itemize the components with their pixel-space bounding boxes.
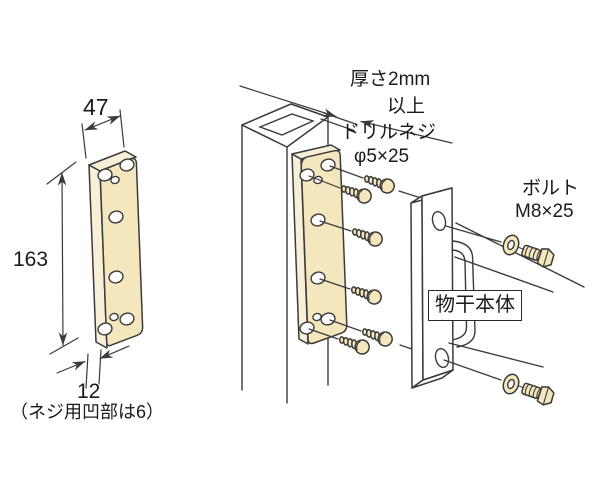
post-top-hollow	[258, 113, 315, 136]
drill-screw-label-line2: φ5×25	[354, 146, 410, 167]
flat-plate	[88, 150, 144, 349]
drill-screw	[337, 180, 374, 206]
bolt-guide-lines	[443, 225, 524, 389]
body-label: 物干本体	[435, 294, 515, 316]
bracket-front-face	[421, 187, 454, 381]
assembly-figure	[239, 85, 585, 408]
dim-height-lines	[46, 161, 79, 355]
dim-height-label: 163	[13, 248, 49, 271]
drill-screw	[348, 223, 385, 249]
dim-thickness-label: 12	[77, 380, 101, 403]
drill-screw	[335, 331, 372, 357]
bracket-side-face	[410, 195, 424, 389]
dim-thickness-lines	[56, 345, 130, 389]
hex-bolt	[519, 240, 557, 270]
mounting-plate-front-face	[300, 149, 348, 345]
flat-plate-holes	[97, 158, 135, 336]
wall-thickness-label-line1: 厚さ2mm	[350, 69, 431, 90]
dim-width-label: 47	[83, 94, 109, 120]
screw-guide-lines	[308, 165, 422, 353]
bolt-label-line1: ボルト	[522, 178, 580, 199]
dim-width-lines	[81, 109, 125, 159]
wall-thickness-label-line2: 以上	[387, 96, 426, 117]
drill-screw-label-line1: ドリルネジ	[341, 122, 437, 143]
washer	[499, 232, 523, 258]
thickness-note-label: （ネジ用凹部は6）	[10, 402, 165, 422]
flat-plate-figure	[46, 109, 144, 389]
drill-screw	[347, 281, 384, 307]
washer	[499, 371, 523, 397]
drying-unit-bracket	[410, 187, 476, 389]
mounting-plate	[291, 144, 348, 345]
wall-thickness-callout	[239, 85, 453, 144]
hex-bolt	[519, 378, 557, 408]
bolt-label-line2: M8×25	[515, 201, 574, 222]
drying-unit-arm	[448, 222, 585, 368]
mounting-plate-holes	[299, 158, 336, 335]
body-label-box: 物干本体	[428, 290, 522, 321]
